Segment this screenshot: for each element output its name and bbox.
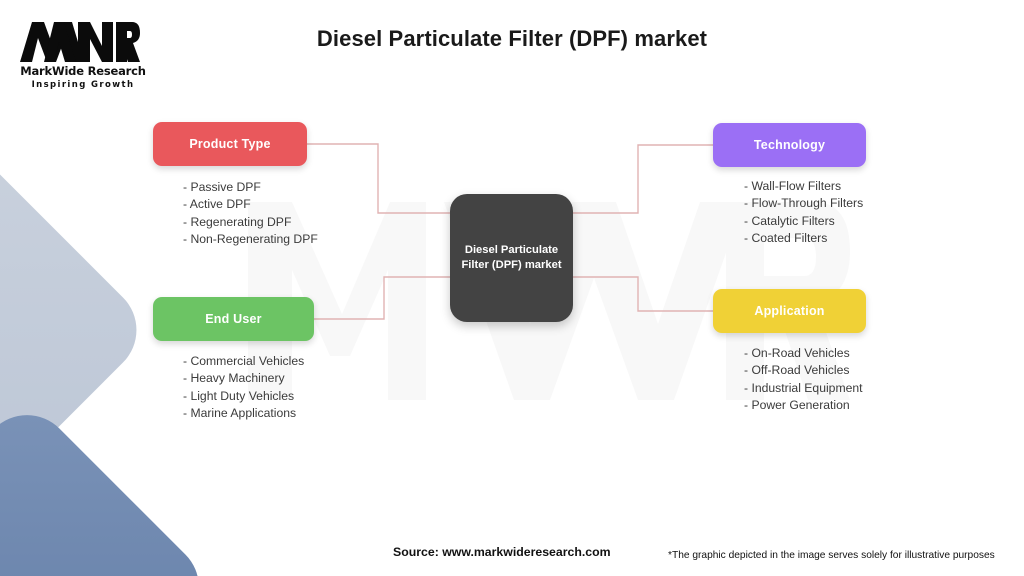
list-item: - Non-Regenerating DPF bbox=[183, 231, 318, 246]
center-node[interactable]: Diesel Particulate Filter (DPF) market bbox=[450, 194, 573, 322]
connector-technology bbox=[571, 144, 713, 214]
list-item: - Power Generation bbox=[744, 397, 850, 412]
company-logo: MarkWide Research Inspiring Growth bbox=[18, 20, 148, 92]
logo-mark-icon bbox=[20, 22, 140, 62]
branch-label-text: Application bbox=[754, 304, 825, 318]
branch-technology: Technology - Wall-Flow Filters - Flow-Th… bbox=[713, 123, 866, 247]
footer-source[interactable]: Source: www.markwideresearch.com bbox=[393, 545, 611, 559]
logo-tagline: Inspiring Growth bbox=[31, 79, 135, 90]
list-item: - Wall-Flow Filters bbox=[744, 179, 842, 193]
branch-label-text: Technology bbox=[753, 138, 826, 152]
branch-items-application: - On-Road Vehicles - Off-Road Vehicles -… bbox=[713, 345, 866, 414]
branch-label-product-type[interactable]: Product Type bbox=[153, 122, 307, 166]
decorative-shape-light bbox=[0, 140, 156, 520]
list-item: - Off-Road Vehicles bbox=[744, 363, 850, 378]
list-item: - Commercial Vehicles bbox=[183, 354, 305, 368]
list-item: - Marine Applications bbox=[183, 405, 297, 420]
list-item: - On-Road Vehicles bbox=[744, 346, 850, 360]
decorative-shape-dark bbox=[0, 396, 218, 576]
branch-label-text: End User bbox=[205, 312, 262, 326]
footer-disclaimer: *The graphic depicted in the image serve… bbox=[668, 550, 995, 561]
list-item: - Heavy Machinery bbox=[183, 371, 285, 386]
connector-product-type bbox=[307, 143, 452, 214]
branch-label-text: Product Type bbox=[189, 137, 271, 151]
branch-items-end-user: - Commercial Vehicles - Heavy Machinery … bbox=[153, 353, 314, 422]
list-item: - Passive DPF bbox=[183, 180, 261, 194]
page-title: Diesel Particulate Filter (DPF) market bbox=[316, 26, 708, 51]
branch-label-application[interactable]: Application bbox=[713, 289, 866, 333]
center-node-line2: Filter (DPF) market bbox=[461, 259, 562, 271]
list-item: - Light Duty Vehicles bbox=[183, 388, 295, 403]
branch-application: Application - On-Road Vehicles - Off-Roa… bbox=[713, 289, 866, 414]
list-item: - Industrial Equipment bbox=[744, 380, 863, 395]
branch-end-user: End User - Commercial Vehicles - Heavy M… bbox=[153, 297, 314, 422]
connector-application bbox=[571, 276, 713, 312]
list-item: - Flow-Through Filters bbox=[744, 196, 864, 211]
center-node-line1: Diesel Particulate bbox=[464, 244, 559, 256]
branch-items-product-type: - Passive DPF - Active DPF - Regeneratin… bbox=[153, 179, 318, 248]
logo-company-name: MarkWide Research bbox=[20, 64, 146, 78]
list-item: - Catalytic Filters bbox=[744, 213, 835, 228]
branch-items-technology: - Wall-Flow Filters - Flow-Through Filte… bbox=[713, 178, 866, 247]
branch-product-type: Product Type - Passive DPF - Active DPF … bbox=[153, 122, 318, 248]
list-item: - Regenerating DPF bbox=[183, 214, 292, 229]
branch-label-end-user[interactable]: End User bbox=[153, 297, 314, 341]
connector-end-user bbox=[314, 276, 452, 320]
branch-label-technology[interactable]: Technology bbox=[713, 123, 866, 167]
list-item: - Coated Filters bbox=[744, 230, 828, 245]
center-node-label: Diesel Particulate Filter (DPF) market bbox=[453, 243, 569, 273]
list-item: - Active DPF bbox=[183, 197, 251, 212]
